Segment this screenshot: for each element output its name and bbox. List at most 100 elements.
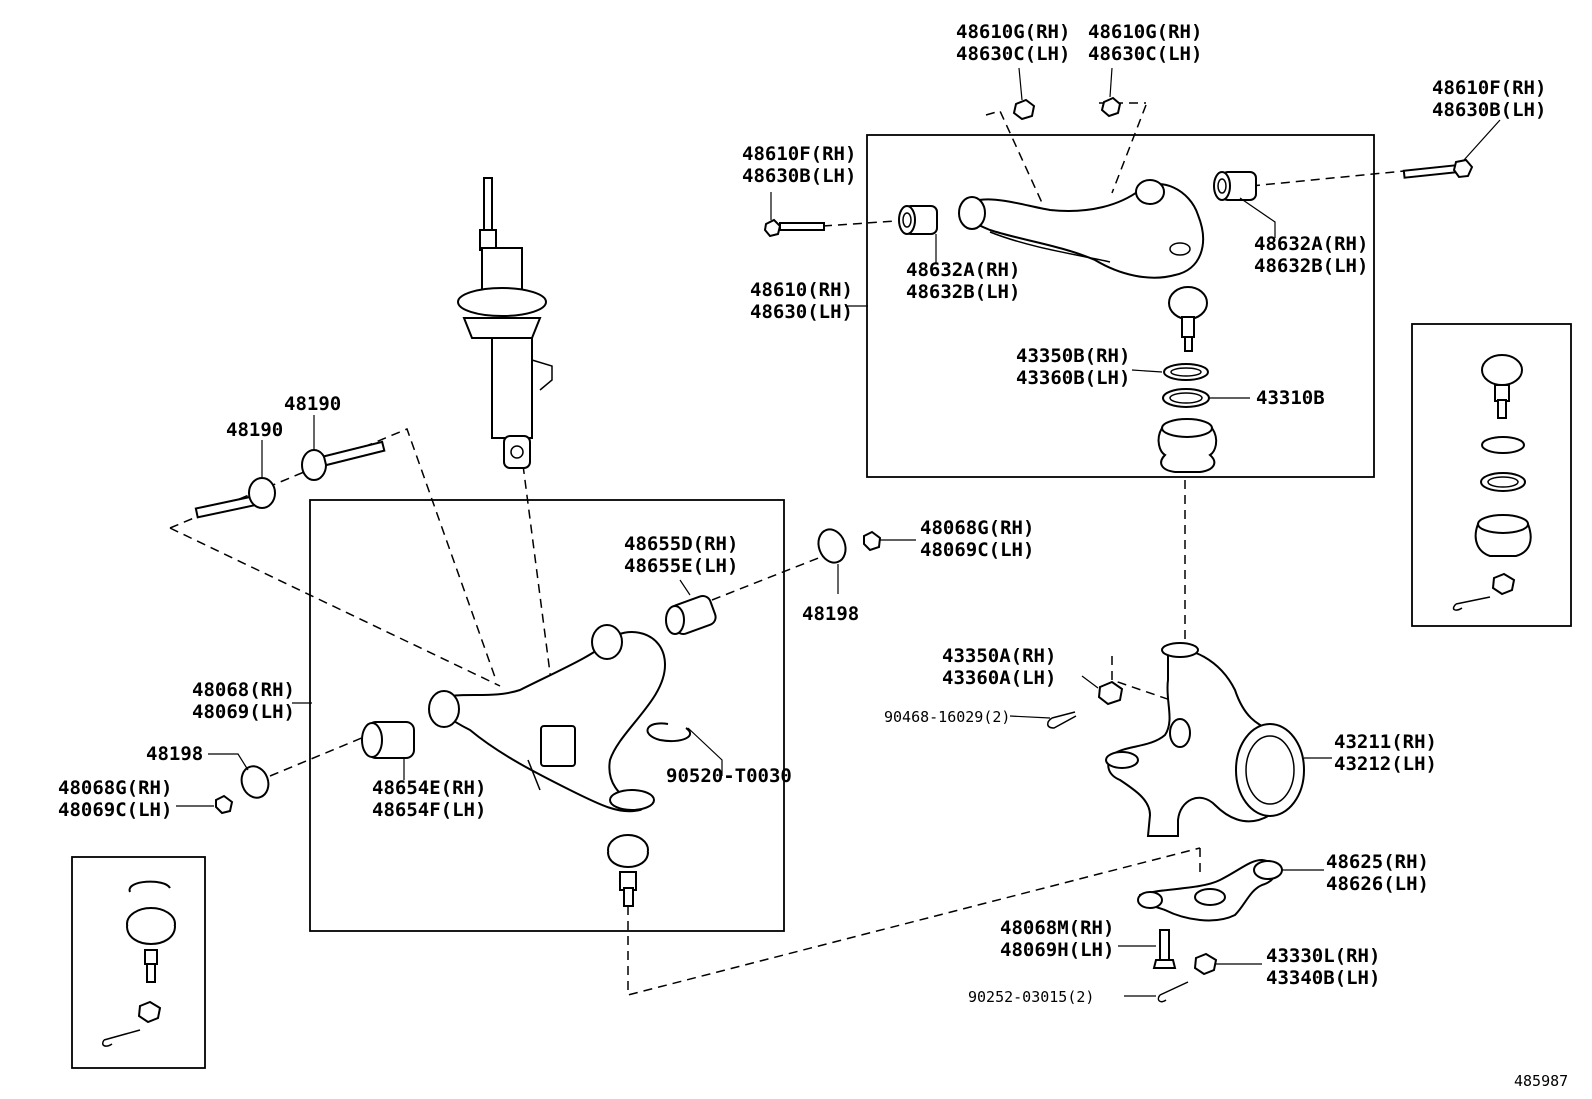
svg-text:43340B(LH): 43340B(LH) [1266, 967, 1380, 989]
svg-text:48198: 48198 [802, 603, 859, 625]
svg-text:48632A(RH): 48632A(RH) [906, 259, 1020, 281]
svg-text:43212(LH): 43212(LH) [1334, 753, 1437, 775]
upper-snap-ring [1163, 363, 1209, 381]
svg-text:43310B: 43310B [1256, 387, 1325, 409]
callout-upper-bushing-right: 48632A(RH) 48632B(LH) [1254, 233, 1368, 277]
callout-upper-nut-2: 48610G(RH) 48630C(LH) [1088, 21, 1202, 65]
svg-text:48630(LH): 48630(LH) [750, 301, 853, 323]
svg-text:48632A(RH): 48632A(RH) [1254, 233, 1368, 255]
svg-text:48632B(LH): 48632B(LH) [1254, 255, 1368, 277]
upper-ball-joint-inset-illustration [1452, 354, 1532, 611]
svg-text:48655D(RH): 48655D(RH) [624, 533, 738, 555]
front-washer [240, 765, 270, 799]
svg-text:48654F(LH): 48654F(LH) [372, 799, 486, 821]
svg-text:48190: 48190 [284, 393, 341, 415]
callout-rear-nut: 48068G(RH) 48069C(LH) [920, 517, 1034, 561]
svg-text:43211(RH): 43211(RH) [1334, 731, 1437, 753]
steering-arm-cotter-pin [1157, 981, 1189, 1003]
callout-upper-nut-1: 48610G(RH) 48630C(LH) [956, 21, 1070, 65]
upper-ring [1162, 388, 1210, 408]
svg-text:48068(RH): 48068(RH) [192, 679, 295, 701]
steering-knuckle-illustration [1105, 642, 1305, 837]
upper-arm-illustration [958, 179, 1205, 279]
callout-upper-arm: 48610(RH) 48630(LH) [750, 279, 853, 323]
upper-arm-group-box [866, 134, 1375, 478]
steering-arm-nut [1193, 952, 1218, 976]
callout-upper-snap-ring: 43350B(RH) 43360B(LH) [1016, 345, 1130, 389]
callout-cam-bolt-a: 48190 [226, 419, 283, 441]
knuckle-nut [1097, 680, 1124, 706]
upper-arm-nut-2 [1100, 96, 1122, 118]
svg-text:48630C(LH): 48630C(LH) [956, 43, 1070, 65]
steering-arm-bolt [1152, 929, 1177, 969]
lower-bushing-front [361, 721, 415, 759]
dashed-assembly-lines [169, 102, 1405, 996]
cam-bolt-b [301, 440, 386, 481]
svg-text:48069C(LH): 48069C(LH) [920, 539, 1034, 561]
callout-steering-bolt: 48068M(RH) 48069H(LH) [1000, 917, 1114, 961]
callout-knuckle-nut: 43350A(RH) 43360A(LH) [942, 645, 1056, 689]
upper-ball-joint [1168, 286, 1208, 352]
callout-front-nut: 48068G(RH) 48069C(LH) [58, 777, 172, 821]
rear-washer [817, 528, 847, 564]
upper-arm-nut-1 [1012, 98, 1036, 121]
svg-text:48626(LH): 48626(LH) [1326, 873, 1429, 895]
callout-lower-arm: 48068(RH) 48069(LH) [192, 679, 295, 723]
lower-snap-ring [646, 722, 692, 742]
svg-text:48625(RH): 48625(RH) [1326, 851, 1429, 873]
svg-text:43360B(LH): 43360B(LH) [1016, 367, 1130, 389]
lower-arm-illustration [428, 624, 667, 813]
shock-absorber-illustration [457, 177, 553, 469]
callout-knuckle: 43211(RH) 43212(LH) [1334, 731, 1437, 775]
svg-text:48069C(LH): 48069C(LH) [58, 799, 172, 821]
callout-upper-bushing-left: 48632A(RH) 48632B(LH) [906, 259, 1020, 303]
callout-rear-washer: 48198 [802, 603, 859, 625]
rear-nut [863, 530, 882, 552]
svg-text:48610G(RH): 48610G(RH) [1088, 21, 1202, 43]
callout-steering-pin: 90252-03015(2) [968, 988, 1094, 1006]
svg-text:43350B(RH): 43350B(RH) [1016, 345, 1130, 367]
svg-text:48068G(RH): 48068G(RH) [920, 517, 1034, 539]
svg-text:48069(LH): 48069(LH) [192, 701, 295, 723]
upper-bushing-left [898, 205, 938, 235]
callout-steering-arm: 48625(RH) 48626(LH) [1326, 851, 1429, 895]
callout-upper-ring: 43310B [1256, 387, 1325, 409]
svg-text:90252-03015(2): 90252-03015(2) [968, 988, 1094, 1006]
svg-text:48068M(RH): 48068M(RH) [1000, 917, 1114, 939]
svg-text:48655E(LH): 48655E(LH) [624, 555, 738, 577]
lower-ball-joint-inset-illustration [101, 880, 176, 1047]
callout-steering-nut: 43330L(RH) 43340B(LH) [1266, 945, 1380, 989]
upper-bolt-left [763, 218, 825, 238]
callout-cam-bolt-b: 48190 [284, 393, 341, 415]
callout-upper-bolt-right: 48610F(RH) 48630B(LH) [1432, 77, 1546, 121]
upper-dust-boot [1157, 418, 1218, 473]
upper-bolt-right [1402, 158, 1474, 179]
svg-text:48630B(LH): 48630B(LH) [742, 165, 856, 187]
svg-text:48610G(RH): 48610G(RH) [956, 21, 1070, 43]
svg-text:43330L(RH): 43330L(RH) [1266, 945, 1380, 967]
svg-text:90468-16029(2): 90468-16029(2) [884, 708, 1010, 726]
svg-text:48630B(LH): 48630B(LH) [1432, 99, 1546, 121]
callout-upper-bolt-left: 48610F(RH) 48630B(LH) [742, 143, 856, 187]
svg-text:48632B(LH): 48632B(LH) [906, 281, 1020, 303]
callout-knuckle-pin: 90468-16029(2) [884, 708, 1010, 726]
lower-ball-joint [607, 834, 649, 907]
leader-lines [176, 67, 1501, 997]
lower-ball-joint-inset-box [71, 856, 206, 1069]
svg-text:90520-T0030: 90520-T0030 [666, 765, 792, 787]
steering-arm-illustration [1137, 858, 1283, 922]
callout-front-washer: 48198 [146, 743, 203, 765]
front-nut [215, 794, 234, 815]
svg-text:48654E(RH): 48654E(RH) [372, 777, 486, 799]
svg-text:48610F(RH): 48610F(RH) [742, 143, 856, 165]
svg-text:48610(RH): 48610(RH) [750, 279, 853, 301]
callout-lower-snap-ring: 90520-T0030 [666, 765, 792, 787]
diagram-id: 485987 [1514, 1072, 1568, 1090]
callout-lower-bushing-rear: 48655D(RH) 48655E(LH) [624, 533, 738, 577]
cam-bolt-a [194, 477, 276, 519]
upper-bushing-right [1213, 171, 1257, 201]
lower-bushing-rear [665, 594, 717, 636]
lower-arm-group-box [309, 499, 785, 932]
